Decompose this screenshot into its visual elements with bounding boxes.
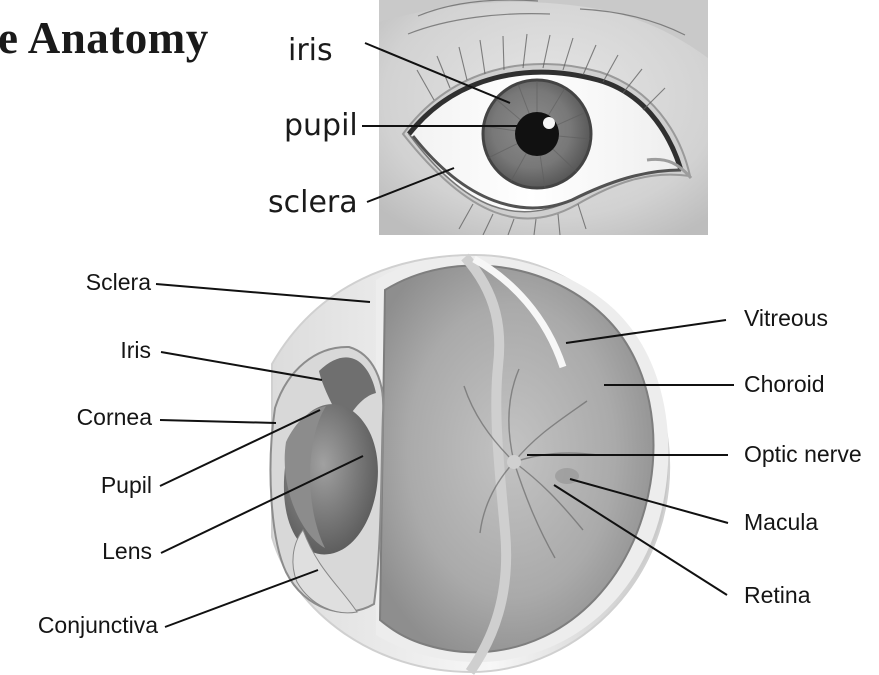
section-label-vitreous: Vitreous (744, 307, 828, 330)
section-label-lens: Lens (80, 540, 152, 563)
sclera-leader-line (156, 284, 370, 302)
iris-leader-line-section (161, 352, 322, 380)
external-label-iris: iris (288, 36, 333, 66)
section-label-conjunctiva: Conjunctiva (8, 614, 158, 637)
section-label-sclera: Sclera (59, 271, 151, 294)
page-title: e Anatomy (0, 12, 209, 64)
retina-leader-line (554, 485, 727, 595)
external-label-sclera: sclera (268, 188, 358, 218)
pupil-leader-line-section (160, 410, 320, 486)
eye-illustration-icon (379, 0, 708, 235)
conjunctiva-leader-line (165, 570, 318, 627)
section-label-choroid: Choroid (744, 373, 825, 396)
lens-leader-line (161, 456, 363, 553)
section-label-iris: Iris (91, 339, 151, 362)
section-label-optic-nerve: Optic nerve (744, 443, 862, 466)
vitreous-leader-line (566, 320, 726, 343)
section-label-pupil: Pupil (74, 474, 152, 497)
external-eye-illustration (379, 0, 708, 235)
section-label-macula: Macula (744, 511, 818, 534)
external-label-pupil: pupil (284, 111, 358, 141)
section-label-retina: Retina (744, 584, 810, 607)
section-label-cornea: Cornea (49, 406, 152, 429)
cornea-leader-line (160, 420, 276, 423)
macula-leader-line (570, 479, 728, 523)
